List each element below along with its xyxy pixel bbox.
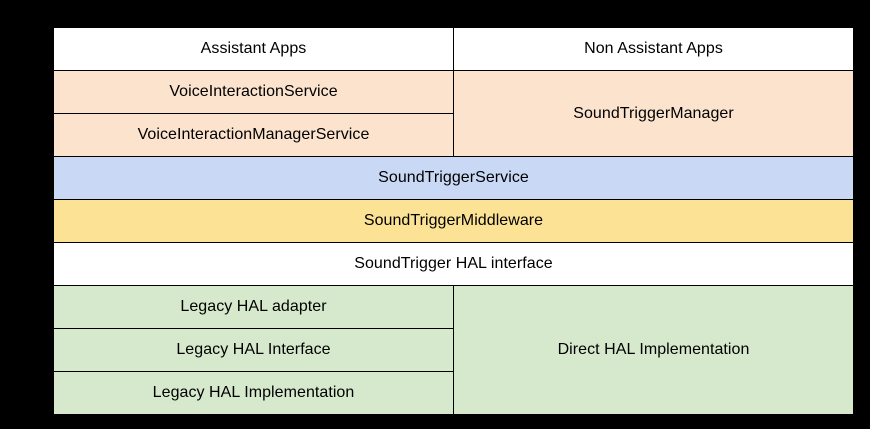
cell-direct-hal-implementation: Direct HAL Implementation <box>453 285 854 415</box>
table-row-voice-interaction-manager-service: VoiceInteractionManagerService <box>53 113 854 157</box>
table-row-legacy-hal-interface: Legacy HAL Interface <box>53 328 854 372</box>
table-row-voice-interaction-service: VoiceInteractionService SoundTriggerMana… <box>53 70 854 157</box>
table-row-sound-trigger-middleware: SoundTriggerMiddleware <box>53 199 854 243</box>
layer-stack-table: Assistant Apps Non Assistant Apps VoiceI… <box>53 27 854 415</box>
table-row-header: Assistant Apps Non Assistant Apps <box>53 27 854 71</box>
cell-sound-trigger-middleware: SoundTriggerMiddleware <box>53 199 854 243</box>
cell-legacy-hal-adapter: Legacy HAL adapter <box>53 285 454 329</box>
table-row-legacy-hal-adapter: Legacy HAL adapter Direct HAL Implementa… <box>53 285 854 415</box>
table-row-sound-trigger-service: SoundTriggerService <box>53 156 854 200</box>
cell-sound-trigger-hal-interface: SoundTrigger HAL interface <box>53 242 854 286</box>
cell-legacy-hal-implementation: Legacy HAL Implementation <box>53 371 454 415</box>
cell-legacy-hal-interface: Legacy HAL Interface <box>53 328 454 372</box>
cell-voice-interaction-service: VoiceInteractionService <box>53 70 454 114</box>
architecture-diagram: Assistant Apps Non Assistant Apps VoiceI… <box>53 27 854 415</box>
layer-stack-body: Assistant Apps Non Assistant Apps VoiceI… <box>53 27 854 415</box>
cell-voice-interaction-manager-service: VoiceInteractionManagerService <box>53 113 454 157</box>
cell-sound-trigger-manager: SoundTriggerManager <box>453 70 854 157</box>
table-row-sound-trigger-hal-interface: SoundTrigger HAL interface <box>53 242 854 286</box>
table-row-legacy-hal-implementation: Legacy HAL Implementation <box>53 371 854 415</box>
column-header-assistant-apps: Assistant Apps <box>53 27 454 71</box>
cell-sound-trigger-service: SoundTriggerService <box>53 156 854 200</box>
column-header-non-assistant-apps: Non Assistant Apps <box>453 27 854 71</box>
